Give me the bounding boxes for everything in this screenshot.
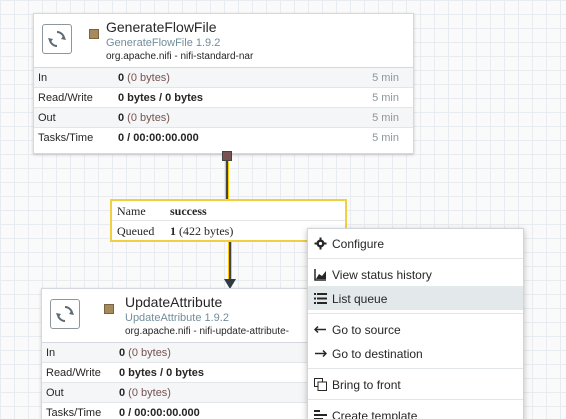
connection-source-handle[interactable] bbox=[222, 151, 232, 161]
stat-value: 0 (0 bytes) bbox=[118, 112, 170, 124]
connection-label[interactable]: Name success Queued 1 (422 bytes) bbox=[110, 199, 347, 242]
menu-item-go-to-destination[interactable]: Go to destination bbox=[308, 341, 523, 365]
processor-icon bbox=[42, 24, 72, 54]
stat-time: 5 min bbox=[372, 92, 399, 104]
processor-name: UpdateAttribute bbox=[125, 294, 223, 310]
menu-item-view-status-history[interactable]: View status history bbox=[308, 262, 523, 286]
connection-queued-label: Queued bbox=[117, 224, 155, 238]
connection-line-core bbox=[229, 242, 231, 282]
arrow-left-icon bbox=[313, 323, 327, 336]
menu-item-label: View status history bbox=[332, 268, 432, 282]
arrow-right-icon bbox=[314, 347, 328, 360]
stat-time: 5 min bbox=[372, 132, 399, 144]
stat-label: Out bbox=[46, 387, 64, 399]
processor-bundle: org.apache.nifi - nifi-update-attribute- bbox=[125, 326, 289, 337]
stat-label: Read/Write bbox=[46, 367, 101, 379]
bring-front-icon bbox=[314, 378, 327, 391]
connection-queued-value: 1 (422 bytes) bbox=[170, 224, 234, 238]
stat-label: Tasks/Time bbox=[46, 407, 102, 419]
template-icon bbox=[314, 409, 327, 419]
menu-item-label: Configure bbox=[332, 237, 385, 251]
menu-item-label: Go to destination bbox=[332, 347, 423, 361]
stat-row-tasks-time: Tasks/Time 0 / 00:00:00.000 5 min bbox=[34, 128, 413, 148]
menu-item-configure[interactable]: Configure bbox=[308, 231, 523, 255]
menu-item-create-template[interactable]: Create template bbox=[308, 403, 523, 419]
connection-name-label: Name bbox=[117, 204, 146, 218]
processor-bundle: org.apache.nifi - nifi-standard-nar bbox=[106, 51, 254, 62]
stat-value: 0 (0 bytes) bbox=[119, 387, 171, 399]
processor-header: UpdateAttribute UpdateAttribute 1.9.2 or… bbox=[42, 289, 421, 343]
menu-separator bbox=[308, 258, 523, 259]
processor-type: GenerateFlowFile 1.9.2 bbox=[106, 37, 221, 49]
stat-value: 0 / 00:00:00.000 bbox=[118, 132, 199, 144]
processor-type: UpdateAttribute 1.9.2 bbox=[125, 312, 229, 324]
connection-name-row: Name success bbox=[112, 201, 345, 221]
menu-item-label: Go to source bbox=[332, 323, 401, 337]
stat-row-read-write: Read/Write 0 bytes / 0 bytes bbox=[42, 363, 421, 383]
stat-label: In bbox=[38, 72, 48, 84]
context-menu: Configure View status history List queue… bbox=[307, 228, 524, 419]
processor-icon bbox=[50, 299, 80, 329]
menu-separator bbox=[308, 313, 523, 314]
menu-separator bbox=[308, 399, 523, 400]
list-icon bbox=[314, 292, 327, 305]
stat-value: 0 / 00:00:00.000 bbox=[119, 407, 200, 419]
stat-value: 0 bytes / 0 bytes bbox=[118, 92, 203, 104]
processor-generateflowfile[interactable]: GenerateFlowFile GenerateFlowFile 1.9.2 … bbox=[33, 13, 414, 154]
menu-item-list-queue[interactable]: List queue bbox=[308, 286, 523, 310]
stat-row-out: Out 0 (0 bytes) 5 min bbox=[34, 108, 413, 128]
stat-label: Read/Write bbox=[38, 92, 93, 104]
menu-item-go-to-source[interactable]: Go to source bbox=[308, 317, 523, 341]
menu-item-label: Create template bbox=[332, 409, 418, 419]
menu-item-label: Bring to front bbox=[332, 378, 401, 392]
menu-item-label: List queue bbox=[332, 292, 388, 306]
stat-label: Out bbox=[38, 112, 56, 124]
stat-label: Tasks/Time bbox=[38, 132, 94, 144]
gear-icon bbox=[314, 237, 327, 250]
connection-arrow-icon bbox=[224, 279, 236, 289]
menu-separator bbox=[308, 368, 523, 369]
stat-time: 5 min bbox=[372, 112, 399, 124]
stat-row-in: In 0 (0 bytes) 5 min bbox=[34, 68, 413, 88]
menu-item-bring-to-front[interactable]: Bring to front bbox=[308, 372, 523, 396]
stopped-status-icon bbox=[104, 304, 114, 314]
processor-header: GenerateFlowFile GenerateFlowFile 1.9.2 … bbox=[34, 14, 413, 68]
connection-name-value: success bbox=[170, 204, 207, 218]
stat-time: 5 min bbox=[372, 72, 399, 84]
connection-queued-row: Queued 1 (422 bytes) bbox=[112, 221, 345, 241]
stat-label: In bbox=[46, 347, 56, 359]
stat-value: 0 (0 bytes) bbox=[119, 347, 171, 359]
stat-value: 0 bytes / 0 bytes bbox=[119, 367, 204, 379]
stat-value: 0 (0 bytes) bbox=[118, 72, 170, 84]
connection-line-core bbox=[226, 159, 228, 200]
stopped-status-icon bbox=[89, 29, 99, 39]
stat-row-read-write: Read/Write 0 bytes / 0 bytes 5 min bbox=[34, 88, 413, 108]
chart-icon bbox=[314, 268, 327, 281]
stat-row-tasks-time: Tasks/Time 0 / 00:00:00.000 bbox=[42, 403, 421, 419]
processor-name: GenerateFlowFile bbox=[106, 19, 217, 35]
